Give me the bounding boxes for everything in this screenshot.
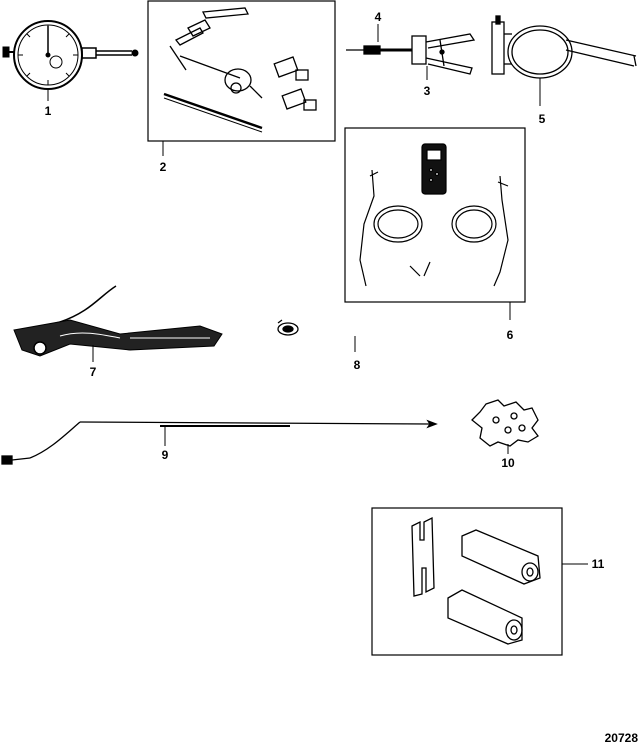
- callout-2: 2: [160, 160, 167, 174]
- pliers-puller-icon: [346, 33, 476, 75]
- callout-5: 5: [539, 112, 546, 126]
- kit-11-frame: [371, 507, 563, 656]
- callout-4: 4: [375, 10, 382, 24]
- band-clamp-tool-icon: [491, 15, 637, 79]
- multimeter-kit-icon: [359, 143, 509, 287]
- callout-10: 10: [501, 456, 515, 470]
- kit-6-frame: [344, 127, 526, 303]
- callout-6: 6: [507, 328, 514, 342]
- test-harness-icon: [1, 419, 438, 465]
- dial-indicator-icon: [2, 20, 139, 90]
- alignment-kit-icon: [163, 7, 317, 133]
- spanner-gear-icon: [471, 399, 539, 447]
- callout-8: 8: [354, 358, 361, 372]
- kit-2-frame: [147, 0, 336, 142]
- figure-id: 20728: [605, 731, 639, 745]
- callout-3: 3: [424, 84, 431, 98]
- callout-11: 11: [592, 557, 605, 571]
- callout-1: 1: [45, 104, 52, 118]
- callout-7: 7: [90, 365, 97, 379]
- driver-set-icon: [411, 516, 541, 645]
- callout-9: 9: [162, 448, 169, 462]
- small-fitting-icon: [277, 319, 299, 336]
- grease-gun-icon: [13, 285, 223, 357]
